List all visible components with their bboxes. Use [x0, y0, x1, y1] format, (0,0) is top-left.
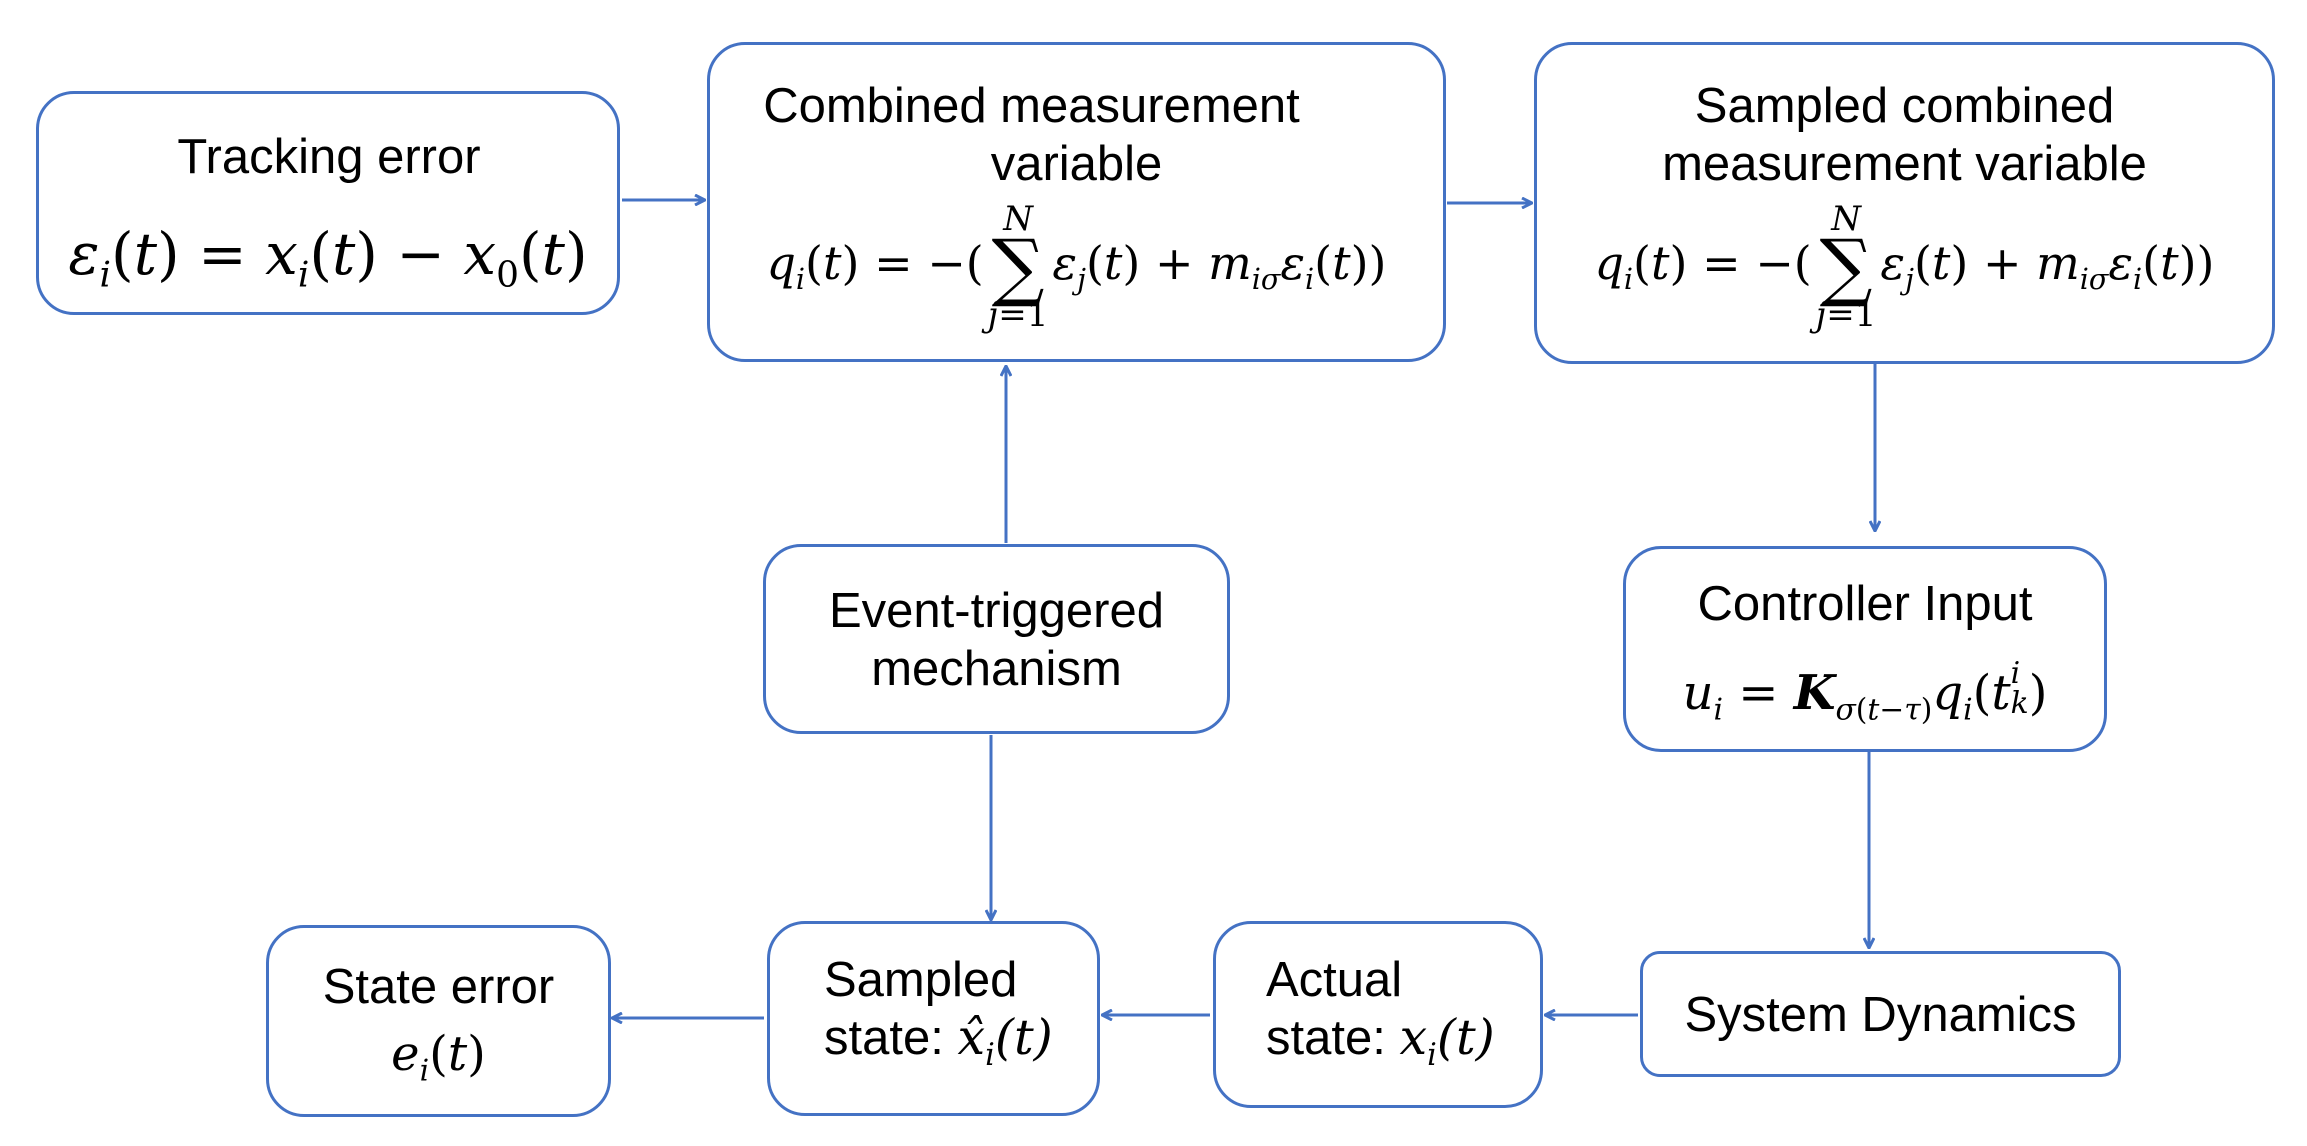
event-triggered-node: Event-triggered mechanism	[763, 544, 1230, 734]
sampled-combined-title: Sampled combined measurement variable	[1537, 77, 2272, 193]
tracking-error-formula: εi(t) = xi(t) − x0(t)	[68, 220, 588, 296]
event-triggered-title-line2: mechanism	[871, 642, 1122, 696]
combined-measurement-node: Combined measurement variable qi(t) = −(…	[707, 42, 1446, 362]
combined-measurement-title: Combined measurement variable	[710, 77, 1443, 193]
sampled-state-title-line2: state: x̂i(t)	[824, 1009, 1097, 1085]
actual-state-prefix: state:	[1266, 1011, 1400, 1065]
state-error-title: State error	[322, 960, 555, 1014]
event-triggered-title: Event-triggered mechanism	[766, 582, 1227, 698]
actual-state-title: Actual state: xi(t)	[1266, 951, 1540, 1085]
combined-measurement-title-line1: Combined measurement	[763, 79, 1300, 133]
state-error-node: State error ei(t)	[266, 925, 611, 1117]
actual-state-symbol: xi(t)	[1399, 1009, 1495, 1073]
state-error-formula: ei(t)	[391, 1026, 486, 1089]
sampled-combined-node: Sampled combined measurement variable qi…	[1534, 42, 2275, 364]
event-triggered-title-line1: Event-triggered	[828, 584, 1164, 638]
sampled-state-node: Sampled state: x̂i(t)	[767, 921, 1100, 1116]
summation-symbol: N∑j=1	[1815, 199, 1877, 335]
controller-input-title: Controller Input	[1697, 577, 2033, 631]
sampled-state-prefix: state:	[824, 1011, 958, 1065]
tracking-error-node: Tracking error εi(t) = xi(t) − x0(t)	[36, 91, 620, 315]
tracking-error-title: Tracking error	[177, 130, 481, 184]
actual-state-title-line1: Actual	[1266, 953, 1403, 1007]
combined-measurement-title-line2: variable	[990, 137, 1163, 191]
sampled-combined-title-line2: measurement variable	[1662, 137, 2147, 191]
sampled-combined-title-line1: Sampled combined	[1694, 79, 2115, 133]
actual-state-node: Actual state: xi(t)	[1213, 921, 1543, 1108]
system-dynamics-title: System Dynamics	[1684, 988, 2077, 1042]
system-dynamics-node: System Dynamics	[1640, 951, 2121, 1077]
sampled-state-title-line1: Sampled	[824, 953, 1018, 1007]
actual-state-title-line2: state: xi(t)	[1266, 1009, 1540, 1085]
summation-symbol: N∑j=1	[987, 199, 1049, 335]
sampled-state-symbol: x̂i(t)	[957, 1009, 1053, 1073]
sampled-state-title: Sampled state: x̂i(t)	[824, 951, 1097, 1085]
